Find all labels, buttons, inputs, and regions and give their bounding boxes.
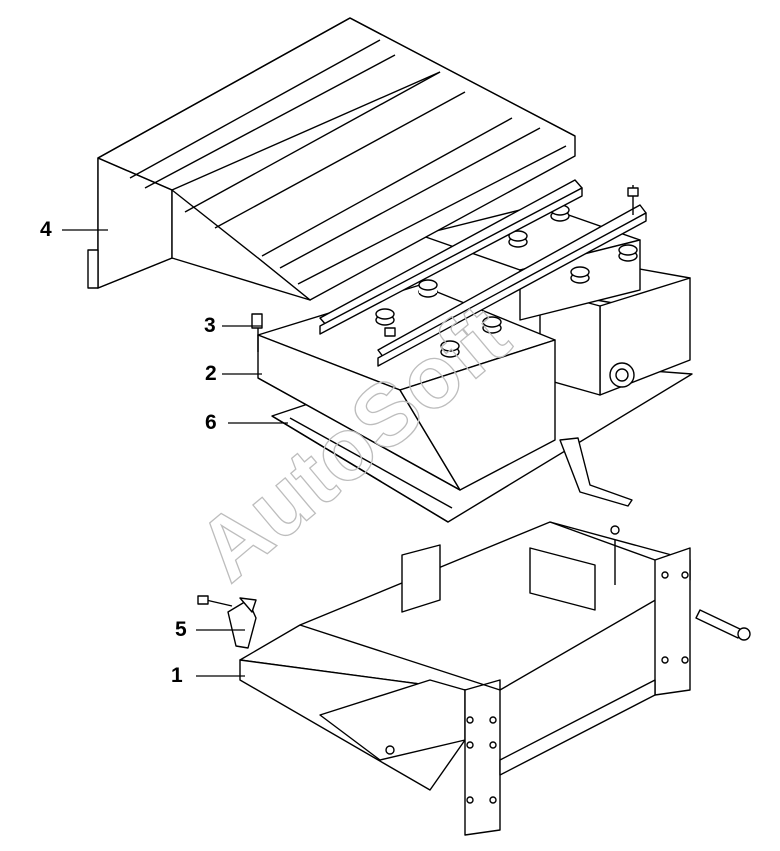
callout-5: 5: [175, 618, 187, 641]
leader-lines: [62, 229, 288, 677]
callout-6: 6: [205, 411, 217, 434]
part-5-latch: [197, 595, 257, 649]
callout-4: 4: [40, 218, 52, 241]
callout-1: 1: [171, 664, 183, 687]
part-4-cover: [87, 17, 576, 301]
callout-3: 3: [204, 314, 216, 337]
part-1-tray: [239, 521, 751, 836]
part-3-clamp: [251, 179, 647, 507]
callout-2: 2: [205, 362, 217, 385]
